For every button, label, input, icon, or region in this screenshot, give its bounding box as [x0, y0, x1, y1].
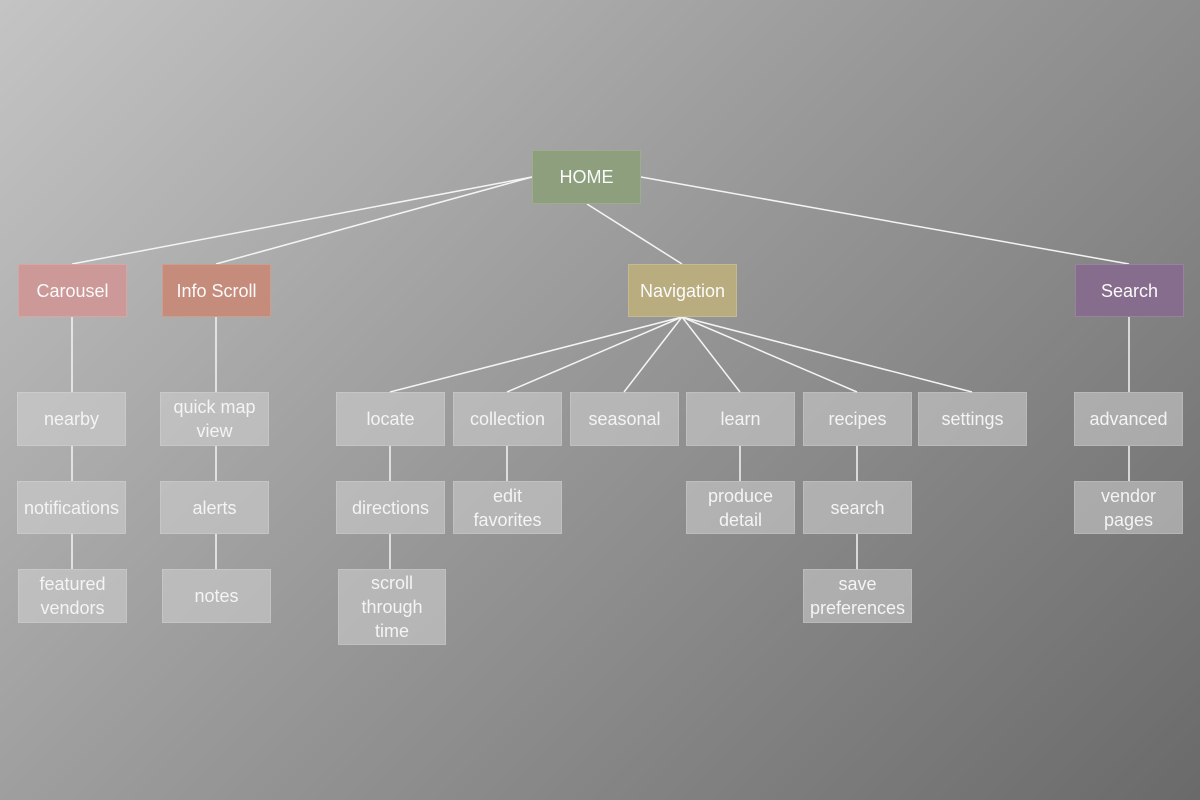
- node-notes: notes: [162, 569, 271, 623]
- node-home-label: HOME: [559, 167, 614, 187]
- node-save-preferences: save preferences: [803, 569, 912, 623]
- node-navigation: Navigation: [628, 264, 737, 317]
- node-learn: learn: [686, 392, 795, 446]
- edge-home-info-scroll: [215, 176, 533, 265]
- node-featured-vendors-label: featured vendors: [39, 574, 106, 618]
- node-notes-label: notes: [194, 586, 239, 606]
- node-edit-favorites: edit favorites: [453, 481, 562, 534]
- node-nearby: nearby: [17, 392, 126, 446]
- node-settings: settings: [918, 392, 1027, 446]
- node-directions-label: directions: [351, 497, 430, 518]
- node-collection: collection: [453, 392, 562, 446]
- edge-navigation-recipes: [681, 316, 858, 393]
- node-advanced: advanced: [1074, 392, 1183, 446]
- node-navigation-label: Navigation: [639, 280, 726, 301]
- node-featured-vendors: featured vendors: [18, 569, 127, 623]
- node-learn-label: learn: [720, 409, 761, 429]
- edge-home-carousel: [71, 176, 533, 265]
- edge-navigation-learn: [681, 316, 741, 393]
- node-seasonal: seasonal: [570, 392, 679, 446]
- node-vendor-pages: vendor pages: [1074, 481, 1183, 534]
- node-save-preferences-label: save preferences: [810, 574, 906, 618]
- node-settings-label: settings: [941, 409, 1004, 429]
- node-recipes-search: search: [803, 481, 912, 534]
- node-locate-label: locate: [366, 409, 415, 429]
- node-locate: locate: [336, 392, 445, 446]
- node-carousel-label: Carousel: [36, 280, 109, 301]
- node-seasonal-label: seasonal: [588, 409, 661, 429]
- node-edit-favorites-label: edit favorites: [473, 485, 542, 530]
- node-vendor-pages-label: vendor pages: [1100, 485, 1157, 530]
- node-search-label: Search: [1100, 280, 1159, 301]
- node-scroll-through-time: scroll through time: [338, 569, 446, 645]
- node-quick-map-view: quick map view: [160, 392, 269, 446]
- node-nearby-label: nearby: [43, 409, 100, 429]
- edge-navigation-locate: [389, 316, 683, 393]
- edge-navigation-collection: [506, 316, 683, 393]
- node-search: Search: [1075, 264, 1184, 317]
- edge-navigation-seasonal: [623, 316, 683, 393]
- node-directions: directions: [336, 481, 445, 534]
- node-recipes: recipes: [803, 392, 912, 446]
- node-home: HOME: [532, 150, 641, 204]
- node-advanced-label: advanced: [1089, 409, 1168, 429]
- node-notifications-label: notifications: [23, 497, 120, 518]
- node-alerts-label: alerts: [192, 497, 237, 518]
- node-info-scroll: Info Scroll: [162, 264, 271, 317]
- node-alerts: alerts: [160, 481, 269, 534]
- node-produce-detail-label: produce detail: [707, 485, 774, 530]
- node-carousel: Carousel: [18, 264, 127, 317]
- edge-navigation-settings: [681, 316, 973, 393]
- node-info-scroll-label: Info Scroll: [176, 280, 257, 301]
- node-collection-label: collection: [469, 409, 546, 429]
- node-quick-map-view-label: quick map view: [173, 397, 256, 441]
- node-recipes-label: recipes: [828, 409, 887, 429]
- node-produce-detail: produce detail: [686, 481, 795, 534]
- node-notifications: notifications: [17, 481, 126, 534]
- node-recipes-search-label: search: [830, 497, 885, 518]
- node-scroll-through-time-label: scroll through time: [361, 573, 423, 641]
- edge-home-navigation: [586, 203, 683, 265]
- edge-home-search: [640, 176, 1130, 265]
